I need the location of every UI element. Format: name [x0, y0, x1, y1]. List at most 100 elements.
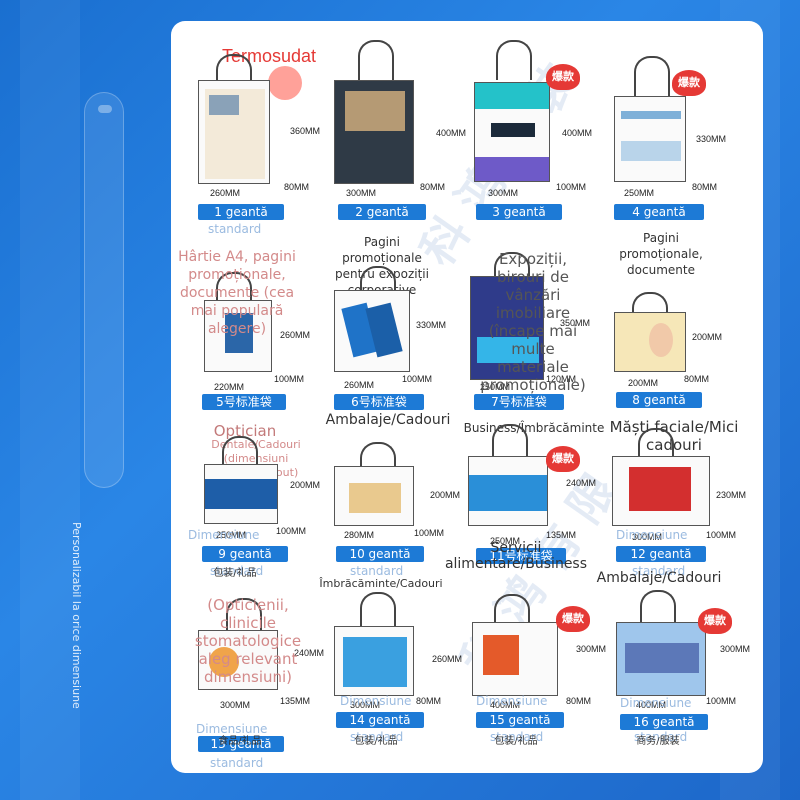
- height-dim: 260MM: [432, 654, 463, 664]
- bag-label: 1 geantă: [198, 204, 284, 220]
- hot-badge: 爆款: [556, 606, 590, 632]
- bag-sublabel: standard: [350, 564, 404, 578]
- bag-image: [198, 80, 270, 184]
- width-dim: 250MM: [216, 530, 247, 540]
- dimension-caption: Dimensiune: [620, 696, 692, 710]
- hot-badge: 爆款: [698, 608, 732, 634]
- bag-label: 2 geantă: [338, 204, 426, 220]
- bag-image: [204, 464, 278, 524]
- bag-sublabel: standard: [632, 564, 686, 578]
- width-dim: 300MM: [346, 188, 377, 198]
- bag-image: [334, 626, 414, 696]
- dimension-caption: Dimensiune: [196, 722, 268, 736]
- depth-dim: 100MM: [706, 696, 737, 706]
- usage-note: Îmbrăcăminte/Cadouri: [319, 577, 443, 590]
- bag-sublabel: standard: [634, 730, 688, 744]
- bag-label: 14 geantă: [336, 712, 424, 728]
- width-dim: 260MM: [344, 380, 375, 390]
- scroll-thumb[interactable]: [98, 105, 112, 113]
- height-dim: 350MM: [560, 318, 591, 328]
- bag-handle: [360, 592, 396, 632]
- bag-sublabel: standard: [210, 756, 264, 770]
- bag-image: [616, 622, 706, 696]
- height-dim: 360MM: [290, 126, 321, 136]
- dimension-caption: Dimensiune: [340, 694, 412, 708]
- usage-note: Pagini promoționale pentru expoziții cor…: [335, 235, 429, 297]
- height-dim: 200MM: [692, 332, 723, 342]
- bag-label: 7号标准袋: [474, 394, 564, 410]
- bag-handle: [216, 272, 252, 312]
- bag-label: 9 geantă: [202, 546, 288, 562]
- height-dim: 200MM: [430, 490, 461, 500]
- depth-dim: 80MM: [684, 374, 710, 384]
- usage-note: Business/Îmbrăcăminte: [463, 421, 605, 435]
- bag-sublabel: standard: [210, 564, 264, 578]
- width-dim: 400MM: [636, 700, 667, 710]
- hot-badge: 爆款: [546, 64, 580, 90]
- side-vertical-text: Personalizabil la orice dimensiune: [70, 522, 83, 709]
- bag-label: 4 geantă: [614, 204, 704, 220]
- dimension-caption: Dimensiune: [616, 528, 688, 542]
- width-dim: 400MM: [490, 700, 521, 710]
- bag-image: [470, 276, 544, 380]
- width-dim: 300MM: [350, 700, 381, 710]
- bag-label: 15 geantă: [476, 712, 564, 728]
- bag-handle: [640, 590, 676, 630]
- bag-handle: [634, 56, 670, 96]
- depth-dim: 80MM: [420, 182, 446, 192]
- bag-image: [472, 622, 558, 696]
- hot-dot: [268, 66, 302, 100]
- depth-dim: 80MM: [692, 182, 718, 192]
- height-dim: 300MM: [576, 644, 607, 654]
- width-dim: 300MM: [488, 188, 519, 198]
- depth-dim: 135MM: [280, 696, 311, 706]
- usage-note: (Opticienii, clinicile stomatologice ale…: [194, 596, 302, 686]
- depth-dim: 80MM: [284, 182, 310, 192]
- category-caption: 商务/服装: [636, 736, 680, 747]
- width-dim: 260MM: [210, 188, 241, 198]
- bag-sublabel: standard: [208, 222, 262, 236]
- dimension-caption: Dimensiune: [188, 528, 260, 542]
- depth-dim: 120MM: [546, 374, 577, 384]
- bag-handle: [638, 428, 674, 468]
- depth-dim: 80MM: [416, 696, 442, 706]
- bag-image: [334, 290, 410, 372]
- bag-label: 10 geantă: [336, 546, 424, 562]
- bag-image: [468, 456, 548, 526]
- bag-label: 8 geantă: [616, 392, 702, 408]
- width-dim: 300MM: [220, 700, 251, 710]
- height-dim: 240MM: [566, 478, 597, 488]
- height-dim: 300MM: [720, 644, 751, 654]
- side-scroll-pill[interactable]: [84, 92, 124, 488]
- width-dim: 300MM: [632, 532, 663, 542]
- depth-dim: 100MM: [274, 374, 305, 384]
- usage-note: Expoziții, birouri de vânzări imobiliare…: [480, 250, 586, 394]
- hot-badge: 爆款: [672, 70, 706, 96]
- width-dim: 250MM: [480, 382, 511, 392]
- usage-note: Ambalaje/Cadouri: [596, 570, 722, 586]
- depth-dim: 135MM: [546, 530, 577, 540]
- bag-label: 6号标准袋: [334, 394, 424, 410]
- depth-dim: 100MM: [556, 182, 587, 192]
- bag-label: 12 geantă: [616, 546, 706, 562]
- bag-handle: [226, 598, 262, 638]
- depth-dim: 100MM: [414, 528, 445, 538]
- depth-dim: 80MM: [566, 696, 592, 706]
- height-dim: 330MM: [696, 134, 727, 144]
- bag-label: 16 geantă: [620, 714, 708, 730]
- bag-label: 3 geantă: [476, 204, 562, 220]
- usage-note: Hârtie A4, pagini promoționale, document…: [178, 249, 296, 337]
- bag-label: 5号标准袋: [202, 394, 286, 410]
- usage-note: Servicii alimentare/Business: [444, 540, 588, 572]
- bag-handle: [222, 436, 258, 476]
- bag-sublabel: standard: [490, 730, 544, 744]
- bag-handle: [358, 40, 394, 80]
- bag-handle: [494, 252, 530, 292]
- bag-label: 11号标准袋: [476, 548, 566, 564]
- depth-dim: 100MM: [402, 374, 433, 384]
- category-caption: 食品/礼品: [218, 736, 262, 747]
- bag-image: [198, 630, 278, 690]
- height-dim: 240MM: [294, 648, 325, 658]
- bag-handle: [360, 442, 396, 482]
- width-dim: 250MM: [624, 188, 655, 198]
